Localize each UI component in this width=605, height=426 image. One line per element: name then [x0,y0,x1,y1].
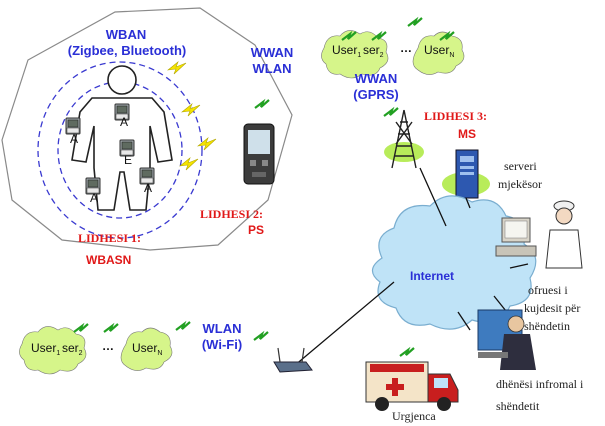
lidhesi-2-label: LIDHESI 2: [200,207,264,221]
signal-icon [174,320,192,332]
server-label-2: mjekësor [498,177,542,191]
bolt-icon [167,61,187,75]
bolt-icon [179,157,199,171]
user-2-label: ser2 [363,43,384,59]
urgjenca-label: Urgjenca [392,409,436,423]
wlan-label: WLAN [252,61,292,76]
sensor-label: E [124,153,132,167]
user-2-label: ser2 [62,341,83,357]
caregiver-label-3: shëndetin [524,319,570,333]
users-bottom [19,326,173,375]
lidhesi-3-label: LIDHESI 3: [424,109,488,123]
sensor-label: A [70,132,78,146]
user-n-label: UserN [424,43,454,59]
lidhesi-1-label: LIDHESI 1: [78,231,142,245]
user-n-label: UserN [132,341,162,357]
wwan-gprs-label: WWAN [354,71,398,86]
sensor-label: A [144,181,152,195]
signal-icon [102,322,120,334]
signal-icon [398,346,416,358]
caregiver-label-2: kujdesit për [524,301,581,315]
lidhesi-2-sub: PS [248,223,265,237]
users-top [321,30,465,79]
server-icon [455,149,479,199]
ambulance-icon [365,361,459,411]
user-1-label: User1 [332,43,361,59]
computer-icon [495,217,537,257]
tower-glow [384,142,424,162]
nurse-icon [545,200,583,269]
sensor-label: A [90,191,98,205]
caregiver-label-1: ofruesi i [528,283,568,297]
lidhesi-1-sub: WBASN [86,253,132,267]
lidhesi-3-sub: MS [458,127,476,141]
signal-icon [406,16,424,28]
signal-icon [253,98,271,110]
wban-subtitle: (Zigbee, Bluetooth) [67,43,187,58]
pda-icon [243,123,275,185]
informal-label-2: shëndetit [496,399,540,413]
server-label-1: serveri [504,159,537,173]
router-icon [273,347,313,373]
internet-label: Internet [410,269,455,283]
sensor-label: A [120,115,128,129]
wban-octagon [1,7,293,251]
body-ring-outer [37,61,203,239]
internet-cloud [371,195,537,330]
wwan-label: WWAN [250,45,294,60]
bolt-icon [181,103,201,117]
signal-icon [382,106,400,118]
signal-icon [252,330,270,342]
ellipsis: … [400,41,412,55]
bolt-icon [197,137,217,151]
signal-icon [72,322,90,334]
gprs-label: (GPRS) [353,87,399,102]
tower-icon [391,109,417,169]
ellipsis: … [102,339,114,353]
wlan-wifi-label: WLAN [202,321,242,336]
wifi-label: (Wi-Fi) [201,337,243,352]
user-at-pc-icon [477,309,536,370]
informal-label-1: dhënësi infromal i [496,377,584,391]
user-1-label: User1 [31,341,60,357]
wban-title: WBAN [105,27,147,42]
